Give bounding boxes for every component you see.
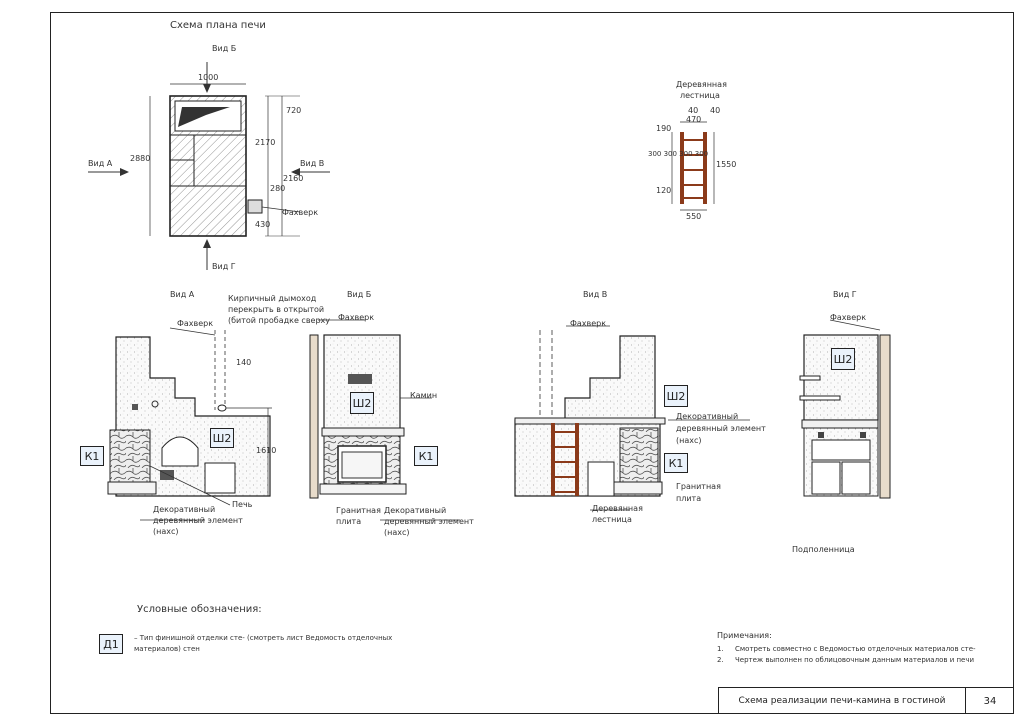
ladder-dim-40b: 40 — [710, 106, 721, 115]
view-b-deco-1: Декоративный — [384, 506, 447, 515]
view-b-drawing — [309, 334, 407, 499]
leader-lines — [140, 319, 881, 521]
ladder-dim-40a: 40 — [688, 106, 699, 115]
note-1-text: Смотреть совместно с Ведомостью отделочн… — [735, 645, 976, 653]
plan-dim-width: 1000 — [198, 73, 219, 82]
view-v-ladder-2: лестница — [592, 515, 632, 524]
view-a-dim-1610: 1610 — [256, 446, 277, 455]
view-a-deco-1: Декоративный — [153, 505, 216, 514]
plan-dim-720: 720 — [286, 106, 302, 115]
view-v-deco-2: деревянный элемент — [676, 424, 766, 433]
plan-view-a-label: Вид А — [88, 159, 113, 168]
note-2-text: Чертеж выполнен по облицовочным данным м… — [735, 656, 975, 664]
plan-view-b-label: Вид Б — [212, 44, 237, 53]
view-a-pech: Печь — [232, 500, 253, 509]
title-block-page-number: 34 — [983, 695, 997, 707]
ladder-dim-1550: 1550 — [716, 160, 737, 169]
plan-dim-2160: 2160 — [283, 174, 304, 183]
view-a-fakhverk: Фахверк — [177, 319, 214, 328]
ladder-dim-300s: 300 300 300 300 — [648, 150, 709, 158]
view-b-title: Вид Б — [347, 290, 372, 299]
view-b-deco-2: деревянный элемент — [384, 517, 474, 526]
tag-sh2-view-b: Ш2 — [350, 392, 374, 414]
view-v-ladder-1: Деревянная — [592, 504, 643, 513]
plan-dim-430: 430 — [255, 220, 271, 229]
ladder-dim-470: 470 — [686, 115, 702, 124]
view-v-title: Вид В — [583, 290, 608, 299]
view-b-deco-3: (нахс) — [384, 528, 410, 537]
notes-title: Примечания: — [717, 631, 772, 640]
view-a-dim-140: 140 — [236, 358, 252, 367]
plan-dim-2170: 2170 — [255, 138, 276, 147]
note-1-num: 1. — [717, 645, 724, 653]
legend-d1-line1: – Тип финишной отделки сте- (смотреть ли… — [134, 634, 393, 642]
ladder-dim-120: 120 — [656, 186, 672, 195]
chimney-note-1: Кирпичный дымоход — [228, 294, 317, 303]
view-g-fakhverk: Фахверк — [830, 313, 867, 322]
tag-k1-view-b: К1 — [414, 446, 438, 466]
ladder-dim-190: 190 — [656, 124, 672, 133]
drawing-sheet-frame — [50, 12, 1014, 714]
tag-k1-view-a: К1 — [80, 446, 104, 466]
ladder-dim-550: 550 — [686, 212, 702, 221]
ladder-drawing — [671, 121, 715, 211]
view-a-drawing — [107, 330, 272, 506]
view-a-deco-3: (нахс) — [153, 527, 179, 536]
view-v-drawing — [514, 330, 666, 498]
view-v-granite-1: Гранитная — [676, 482, 721, 491]
tag-sh2-view-v: Ш2 — [664, 385, 688, 407]
view-b-fakhverk: Фахверк — [338, 313, 375, 322]
plan-dim-280: 280 — [270, 184, 286, 193]
view-v-granite-2: плита — [676, 494, 702, 503]
view-v-deco-3: (нахс) — [676, 436, 702, 445]
view-v-fakhverk: Фахверк — [570, 319, 607, 328]
view-a-deco-2: деревянный элемент — [153, 516, 243, 525]
ladder-title-1: Деревянная — [676, 80, 727, 89]
title-block-name: Схема реализации печи-камина в гостиной — [719, 688, 966, 714]
fakhverk-column — [247, 199, 263, 214]
tag-sh2-view-g: Ш2 — [831, 348, 855, 370]
plan-drawing — [88, 62, 330, 270]
tag-k1-view-v: К1 — [664, 453, 688, 473]
view-g-title: Вид Г — [833, 290, 857, 299]
title-block: Схема реализации печи-камина в гостиной … — [718, 687, 1014, 714]
legend-tag-d1: Д1 — [99, 634, 123, 654]
tag-sh2-view-a: Ш2 — [210, 428, 234, 448]
view-b-kamin: Камин — [410, 391, 438, 400]
note-2-num: 2. — [717, 656, 724, 664]
chimney-note-3: (битой пробадке сверху — [228, 316, 330, 325]
ladder-title-2: лестница — [680, 91, 720, 100]
plan-fakhverk-label: Фахверк — [282, 208, 319, 217]
chimney-note-2: перекрыть в открытой — [228, 305, 325, 314]
view-b-granite-1: Гранитная — [336, 506, 381, 515]
plan-view-g-label: Вид Г — [212, 262, 236, 271]
view-a-title: Вид А — [170, 290, 195, 299]
plan-title: Схема плана печи — [170, 20, 266, 31]
plan-view-v-label: Вид В — [300, 159, 325, 168]
podpolenie-label: Подполенница — [792, 545, 855, 554]
legend-title: Условные обозначения: — [137, 604, 262, 615]
plan-dim-height: 2880 — [130, 154, 151, 163]
view-v-deco-1: Декоративный — [676, 412, 739, 421]
view-b-granite-2: плита — [336, 517, 362, 526]
legend-d1-line2: материалов) стен — [134, 645, 200, 653]
